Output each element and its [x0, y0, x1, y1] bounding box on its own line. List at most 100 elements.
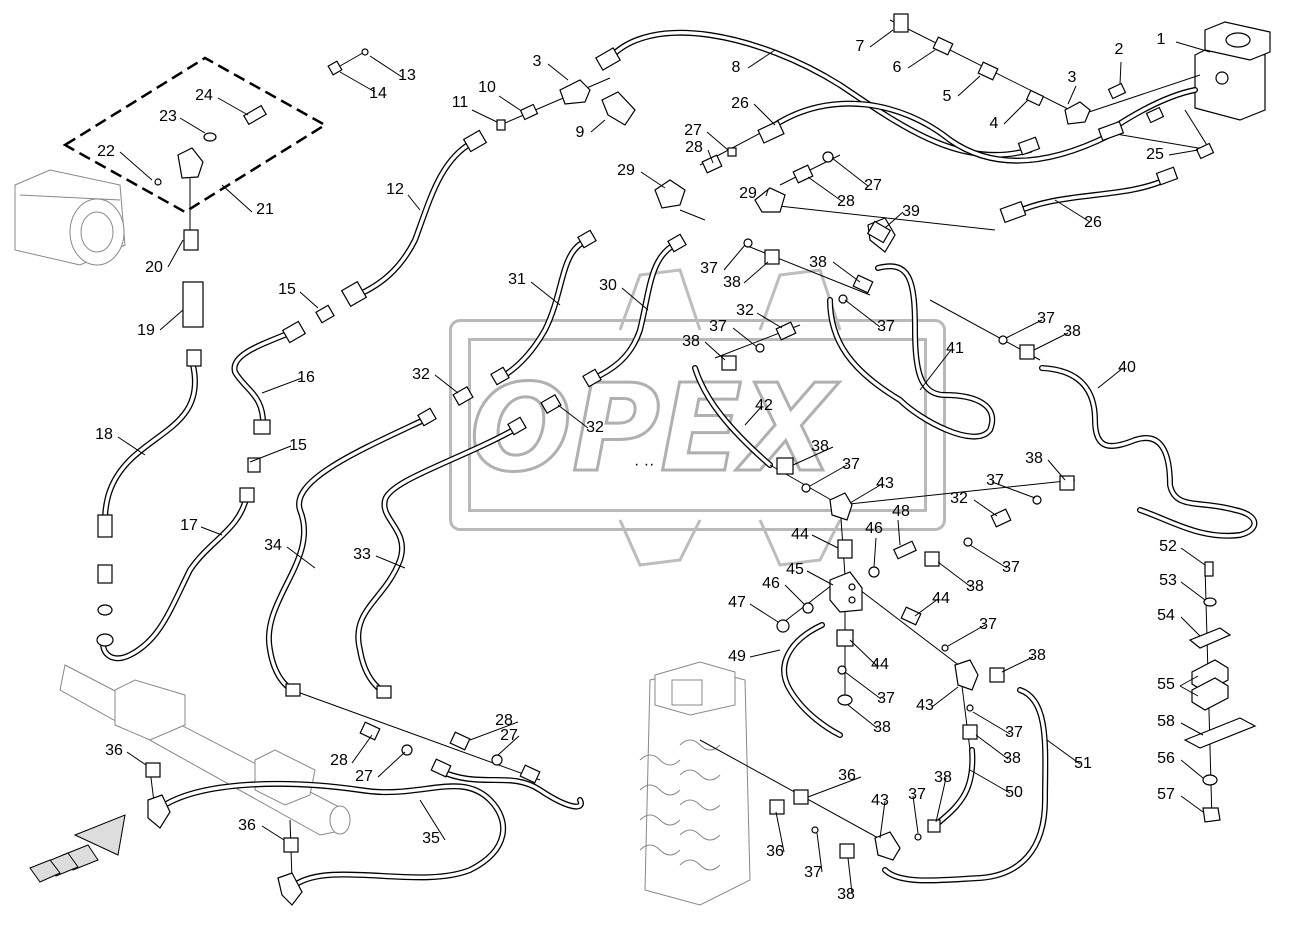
callout-37: 37: [709, 318, 727, 335]
callout-15: 15: [278, 281, 296, 298]
callout-37: 37: [1005, 724, 1023, 741]
callout-28: 28: [495, 712, 513, 729]
callout-16: 16: [297, 369, 315, 386]
callout-51: 51: [1074, 755, 1092, 772]
callout-43: 43: [871, 792, 889, 809]
callout-36: 36: [105, 742, 123, 759]
callout-38: 38: [837, 886, 855, 903]
hose-35: [157, 780, 506, 888]
callout-28: 28: [685, 139, 703, 156]
pipe-40: [1039, 365, 1258, 539]
callout-32: 32: [950, 490, 968, 507]
callout-15: 15: [289, 437, 307, 454]
callout-labels: 1233456789101112131415151617181920212223…: [95, 31, 1177, 903]
callout-28: 28: [330, 752, 348, 769]
callout-6: 6: [893, 59, 902, 76]
callout-29: 29: [739, 185, 757, 202]
callout-42: 42: [755, 397, 773, 414]
callout-7: 7: [856, 38, 865, 55]
callout-35: 35: [422, 830, 440, 847]
callout-44: 44: [791, 526, 809, 543]
callout-4: 4: [990, 115, 999, 132]
callout-36: 36: [766, 843, 784, 860]
pipe-30: [592, 240, 681, 381]
fittings: [29, 13, 1257, 906]
callout-38: 38: [809, 254, 827, 271]
callout-32: 32: [586, 419, 604, 436]
callout-1: 1: [1157, 31, 1166, 48]
callout-40: 40: [1118, 359, 1136, 376]
callout-43: 43: [876, 475, 894, 492]
callout-37: 37: [842, 456, 860, 473]
callout-30: 30: [599, 277, 617, 294]
callout-25: 25: [1146, 146, 1164, 163]
callout-36: 36: [838, 767, 856, 784]
callout-14: 14: [369, 85, 387, 102]
callout-27: 27: [684, 122, 702, 139]
callout-44: 44: [871, 656, 889, 673]
callout-8: 8: [732, 59, 741, 76]
callout-28: 28: [837, 193, 855, 210]
callout-38: 38: [934, 769, 952, 786]
callout-37: 37: [908, 786, 926, 803]
callout-38: 38: [966, 578, 984, 595]
callout-32: 32: [412, 366, 430, 383]
callout-38: 38: [1063, 323, 1081, 340]
callout-23: 23: [159, 108, 177, 125]
callout-37: 37: [979, 616, 997, 633]
callout-46: 46: [865, 520, 883, 537]
callout-54: 54: [1157, 607, 1175, 624]
callout-45: 45: [786, 561, 804, 578]
callout-38: 38: [723, 274, 741, 291]
callout-26: 26: [1084, 214, 1102, 231]
callout-18: 18: [95, 426, 113, 443]
callout-12: 12: [386, 181, 404, 198]
callout-39: 39: [902, 203, 920, 220]
callout-20: 20: [145, 259, 163, 276]
callout-48: 48: [892, 503, 910, 520]
callout-33: 33: [353, 546, 371, 563]
callout-37: 37: [804, 864, 822, 881]
direction-arrow-icon: [73, 814, 126, 856]
callout-5: 5: [943, 88, 952, 105]
hydraulic-pump: [14, 169, 126, 266]
callout-9: 9: [576, 124, 585, 141]
watermark-dots: · ··: [634, 456, 654, 473]
pipe-17: [100, 492, 250, 662]
callout-24: 24: [195, 87, 213, 104]
callout-49: 49: [728, 648, 746, 665]
callout-41: 41: [946, 340, 964, 357]
callout-19: 19: [137, 322, 155, 339]
callout-47: 47: [728, 594, 746, 611]
callout-56: 56: [1157, 750, 1175, 767]
callout-3: 3: [1068, 69, 1077, 86]
callout-38: 38: [1028, 647, 1046, 664]
callout-26: 26: [731, 95, 749, 112]
callout-50: 50: [1005, 784, 1023, 801]
callout-21: 21: [256, 201, 274, 218]
callout-27: 27: [864, 177, 882, 194]
callout-22: 22: [97, 143, 115, 160]
callout-43: 43: [916, 697, 934, 714]
callout-37: 37: [877, 318, 895, 335]
callout-58: 58: [1157, 713, 1175, 730]
control-valve-block: [639, 661, 751, 906]
assembly-box-21: [62, 56, 328, 214]
callout-37: 37: [877, 690, 895, 707]
callout-34: 34: [264, 537, 282, 554]
callout-38: 38: [873, 719, 891, 736]
callout-29: 29: [617, 162, 635, 179]
callout-3: 3: [533, 53, 542, 70]
pipe-network: [100, 29, 1258, 888]
callout-57: 57: [1157, 786, 1175, 803]
callout-27: 27: [500, 727, 518, 744]
callout-53: 53: [1159, 572, 1177, 589]
callout-13: 13: [398, 67, 416, 84]
watermark-text: OPEX: [470, 360, 840, 499]
callout-38: 38: [1003, 750, 1021, 767]
watermark-gear-teeth: [618, 268, 842, 567]
hydraulic-cylinder: [59, 664, 351, 836]
callout-37: 37: [1002, 559, 1020, 576]
callout-46: 46: [762, 575, 780, 592]
callout-37: 37: [1037, 310, 1055, 327]
